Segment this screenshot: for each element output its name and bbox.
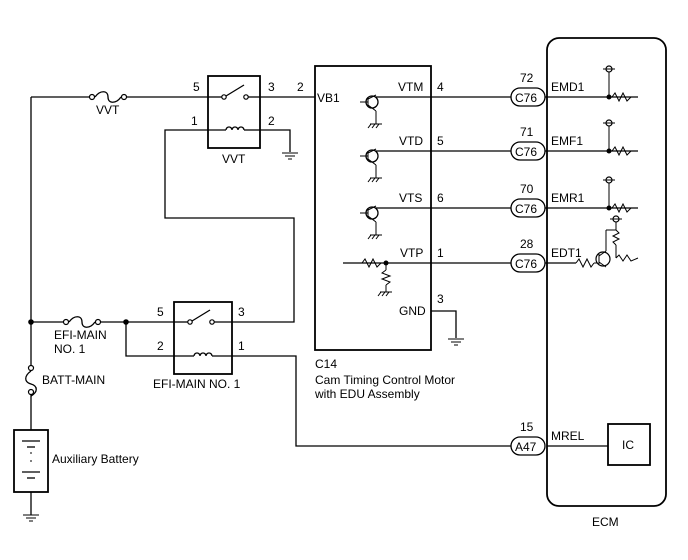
connector-pin-70: 70 xyxy=(520,182,534,196)
ecm-signal-edt1: EDT1 xyxy=(551,246,582,260)
batt-main-fuse-label: BATT-MAIN xyxy=(42,373,105,387)
efi-relay-pin-5: 5 xyxy=(157,305,164,319)
motor-gnd-label: GND xyxy=(399,304,426,318)
connector-c76-28: C76 xyxy=(510,253,546,273)
ecm-label: ECM xyxy=(592,515,619,529)
ecm-signal-emf1: EMF1 xyxy=(551,134,583,148)
battery-label: Auxiliary Battery xyxy=(52,452,139,466)
vvt-fuse-label: VVT xyxy=(96,103,120,117)
ground-icon xyxy=(23,514,39,522)
efi-main-relay-label: EFI-MAIN NO. 1 xyxy=(153,377,241,391)
ecm-pullup-emr1 xyxy=(547,176,638,214)
vvt-relay-pin-5: 5 xyxy=(193,80,200,94)
connector-a47-15: A47 xyxy=(510,436,546,456)
vvt-fuse-icon xyxy=(88,91,128,103)
ecm-signal-mrel: MREL xyxy=(551,429,585,443)
efi-main-fuse-icon xyxy=(62,316,102,328)
motor-input-label: VB1 xyxy=(317,91,340,105)
efi-main-relay xyxy=(173,301,233,375)
motor-ground-wire xyxy=(431,310,464,346)
ecm-signal-emr1: EMR1 xyxy=(551,191,585,205)
connector-c76-72: C76 xyxy=(510,87,546,107)
motor-unit-name: Cam Timing Control Motor xyxy=(315,373,455,387)
batt-main-fuse-icon xyxy=(25,322,37,430)
motor-terminal-label-vts: VTS xyxy=(399,191,422,205)
vvt-coil-wires xyxy=(164,129,295,323)
battery-icon xyxy=(13,429,49,515)
ecm-pullup-emd1 xyxy=(547,65,638,103)
efi-relay-pin-2: 2 xyxy=(157,339,164,353)
motor-terminal-pin-4: 4 xyxy=(437,80,444,94)
motor-input-pin: 2 xyxy=(297,80,304,94)
connector-pin-72: 72 xyxy=(520,71,534,85)
connector-label: C76 xyxy=(515,91,537,105)
motor-terminal-label-vtd: VTD xyxy=(399,134,423,148)
ecm-pullup-emf1 xyxy=(547,119,638,157)
connector-label: C76 xyxy=(515,257,537,271)
connector-label: C76 xyxy=(515,145,537,159)
main-power-wires xyxy=(28,96,315,325)
vvt-relay-pin-2: 2 xyxy=(268,114,275,128)
ecm-box xyxy=(546,37,667,507)
vvt-relay-pin-1: 1 xyxy=(191,114,198,128)
motor-gnd-pin: 3 xyxy=(437,292,444,306)
ecm-ic-box: IC xyxy=(547,423,651,466)
efi-relay-pin-1: 1 xyxy=(238,339,245,353)
motor-terminal-pin-1: 1 xyxy=(437,246,444,260)
connector-c76-71: C76 xyxy=(510,141,546,161)
ecm-transistor-edt1 xyxy=(547,215,639,269)
vvt-relay xyxy=(207,75,261,149)
motor-terminal-pin-6: 6 xyxy=(437,191,444,205)
motor-terminal-pin-5: 5 xyxy=(437,134,444,148)
connector-label: A47 xyxy=(515,440,537,454)
efi-main-fuse-label: EFI-MAIN xyxy=(54,328,107,342)
motor-terminal-label-vtm: VTM xyxy=(398,80,423,94)
motor-terminal-label-vtp: VTP xyxy=(400,246,423,260)
connector-pin-15: 15 xyxy=(520,420,534,434)
efi-main-wires xyxy=(31,319,511,447)
transistor-circuit-vts xyxy=(360,205,431,240)
ecm-signal-emd1: EMD1 xyxy=(551,80,585,94)
connector-c76-70: C76 xyxy=(510,198,546,218)
vvt-relay-label: VVT xyxy=(222,152,246,166)
efi-main-fuse-label-2: NO. 1 xyxy=(54,342,86,356)
efi-relay-pin-3: 3 xyxy=(238,305,245,319)
motor-unit-name-2: with EDU Assembly xyxy=(314,387,420,401)
connector-pin-28: 28 xyxy=(520,237,534,251)
ic-label: IC xyxy=(622,438,634,452)
resistor-circuit-vtp xyxy=(343,257,431,297)
motor-unit-code: C14 xyxy=(315,357,337,371)
transistor-circuit-vtd xyxy=(360,148,431,183)
ground-icon xyxy=(282,152,298,160)
transistor-circuit-vtm xyxy=(360,94,431,129)
connector-pin-71: 71 xyxy=(520,125,534,139)
connector-label: C76 xyxy=(515,202,537,216)
vvt-relay-pin-3: 3 xyxy=(268,80,275,94)
